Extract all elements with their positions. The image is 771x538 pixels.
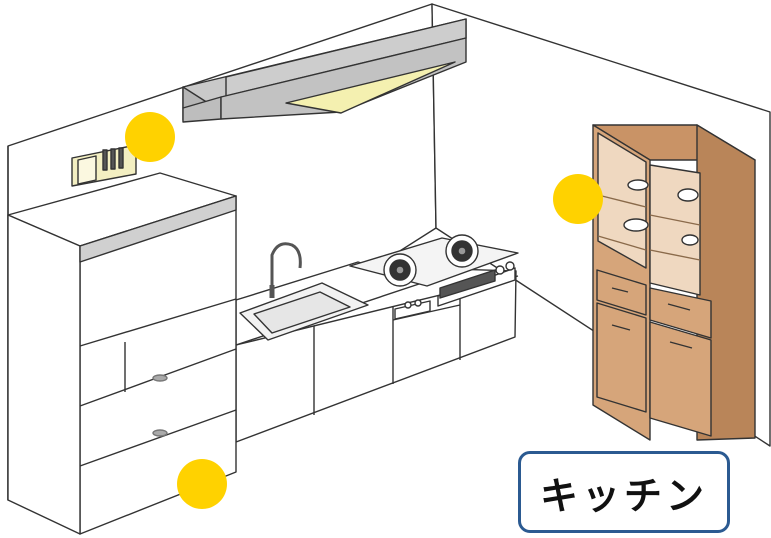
sink bbox=[239, 242, 369, 341]
room-label-text: キッチン bbox=[539, 472, 708, 518]
marker-panel bbox=[125, 112, 175, 162]
markers bbox=[125, 112, 603, 509]
gas-stove bbox=[349, 234, 519, 307]
refrigerator bbox=[7, 172, 237, 535]
marker-cabinet bbox=[553, 174, 603, 224]
marker-fridge bbox=[177, 459, 227, 509]
room-label: キッチン bbox=[518, 451, 730, 533]
range-hood bbox=[182, 18, 467, 123]
cupboard bbox=[592, 124, 756, 441]
wall-control-panel bbox=[71, 144, 137, 187]
